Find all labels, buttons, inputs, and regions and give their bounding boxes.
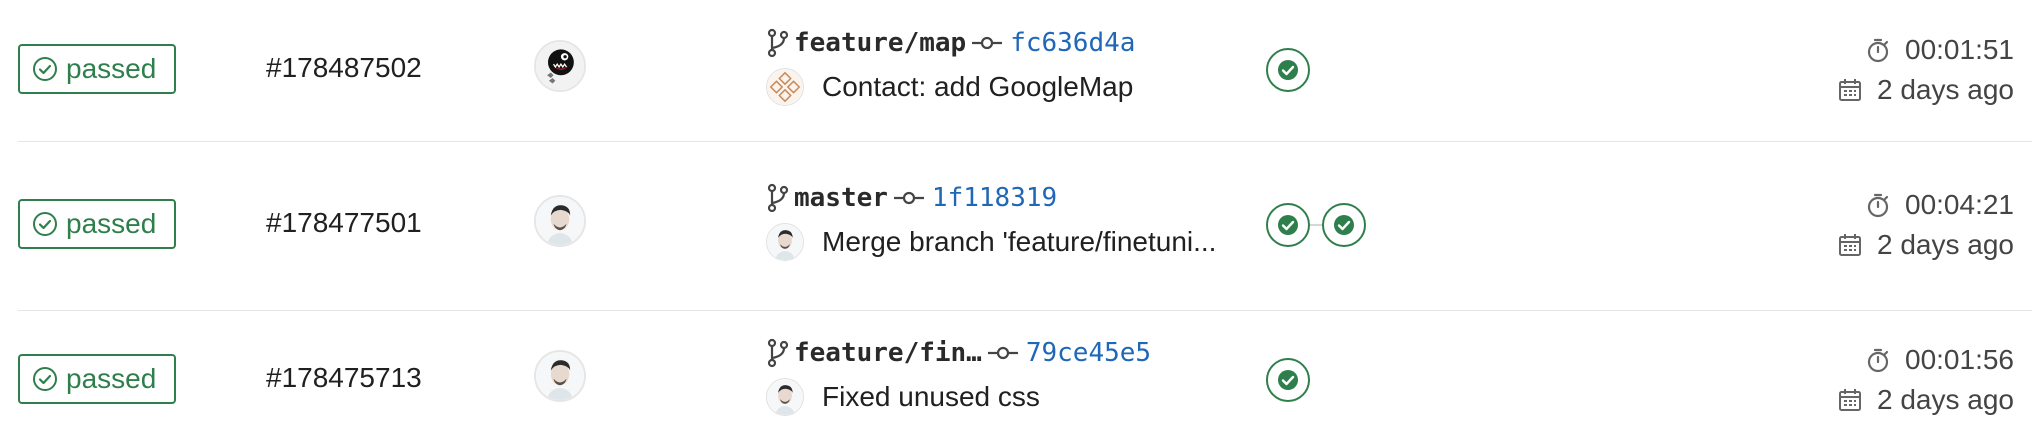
branch-icon: [767, 28, 789, 58]
branch-icon: [767, 338, 789, 368]
check-icon: [1278, 370, 1298, 390]
duration-label: 00:04:21: [1905, 189, 2014, 220]
timer-icon: [1867, 348, 1889, 373]
timer-icon: [1867, 38, 1889, 63]
row-divider: [18, 141, 2032, 142]
commit-sha-link[interactable]: fc636d4a: [1010, 28, 1136, 58]
status-badge[interactable]: passed: [18, 354, 176, 404]
commit-author-avatar[interactable]: [766, 68, 804, 106]
check-icon: [1278, 60, 1298, 80]
calendar-icon: [1839, 234, 1861, 256]
ref-info: feature/map fc636d4a: [766, 28, 1135, 58]
calendar-icon: [1839, 79, 1861, 101]
finished-label: 2 days ago: [1877, 74, 2014, 105]
commit-icon: [987, 346, 1018, 360]
check-circle-icon: [33, 212, 57, 236]
duration: 00:01:56: [1865, 344, 2014, 376]
person-avatar-icon: [767, 379, 803, 415]
pipeline-id-link[interactable]: #178475713: [266, 362, 422, 393]
commit-message-line: Contact: add GoogleMap: [766, 68, 1133, 106]
branch-link[interactable]: feature/fin…: [794, 338, 982, 368]
duration: 00:04:21: [1865, 189, 2014, 221]
status-label: passed: [66, 363, 157, 394]
ref-info: feature/fin… 79ce45e5: [766, 338, 1151, 368]
check-icon: [1334, 215, 1354, 235]
commit-message-line: Merge branch 'feature/finetuni...: [766, 223, 1216, 261]
commit-author-avatar[interactable]: [766, 378, 804, 416]
finished-at: 2 days ago: [1837, 74, 2014, 106]
commit-message-link[interactable]: Contact: add GoogleMap: [822, 71, 1134, 102]
duration-label: 00:01:51: [1905, 34, 2014, 65]
pattern-avatar-icon: [767, 69, 803, 105]
status-label: passed: [66, 208, 157, 239]
finished-label: 2 days ago: [1877, 384, 2014, 415]
row-divider: [18, 310, 2032, 311]
person-avatar-icon: [767, 224, 803, 260]
pipeline-row: passed #178475713 feature/fin… 79ce45e5: [0, 310, 2032, 446]
stage-status-button[interactable]: [1266, 358, 1310, 402]
person-avatar-icon: [536, 352, 584, 400]
commit-message-link[interactable]: Merge branch 'feature/finetuni...: [822, 226, 1217, 257]
branch-icon: [767, 183, 789, 213]
commit-icon: [972, 36, 1003, 50]
stage-status-button[interactable]: [1322, 203, 1366, 247]
commit-message-link[interactable]: Fixed unused css: [822, 381, 1040, 412]
duration: 00:01:51: [1865, 34, 2014, 66]
stage-status-button[interactable]: [1266, 48, 1310, 92]
duration-label: 00:01:56: [1905, 344, 2014, 375]
pipeline-row: passed #178487502 feature/map fc636d4a: [0, 0, 2032, 155]
check-icon: [1278, 215, 1298, 235]
pipeline-row: passed #178477501 master 1f118319: [0, 155, 2032, 311]
status-badge[interactable]: passed: [18, 44, 176, 94]
person-avatar-icon: [536, 197, 584, 245]
check-circle-icon: [33, 57, 57, 81]
commit-sha-link[interactable]: 1f118319: [931, 183, 1058, 213]
branch-link[interactable]: feature/map: [794, 28, 967, 58]
status-badge[interactable]: passed: [18, 199, 176, 249]
ref-info: master 1f118319: [766, 183, 1057, 213]
stage-connector: [1310, 224, 1324, 226]
status-label: passed: [66, 53, 157, 84]
pipeline-id-link[interactable]: #178477501: [266, 207, 422, 238]
avatar[interactable]: [534, 195, 586, 247]
commit-icon: [893, 191, 924, 205]
finished-at: 2 days ago: [1837, 384, 2014, 416]
calendar-icon: [1839, 389, 1861, 411]
finished-at: 2 days ago: [1837, 229, 2014, 261]
branch-link[interactable]: master: [794, 183, 888, 213]
chomp-avatar-icon: [536, 42, 584, 90]
avatar[interactable]: [534, 40, 586, 92]
avatar[interactable]: [534, 350, 586, 402]
commit-author-avatar[interactable]: [766, 223, 804, 261]
finished-label: 2 days ago: [1877, 229, 2014, 260]
stage-status-button[interactable]: [1266, 203, 1310, 247]
check-circle-icon: [33, 367, 57, 391]
pipeline-id-link[interactable]: #178487502: [266, 52, 422, 83]
commit-sha-link[interactable]: 79ce45e5: [1025, 338, 1152, 368]
timer-icon: [1867, 193, 1889, 218]
commit-message-line: Fixed unused css: [766, 378, 1040, 416]
